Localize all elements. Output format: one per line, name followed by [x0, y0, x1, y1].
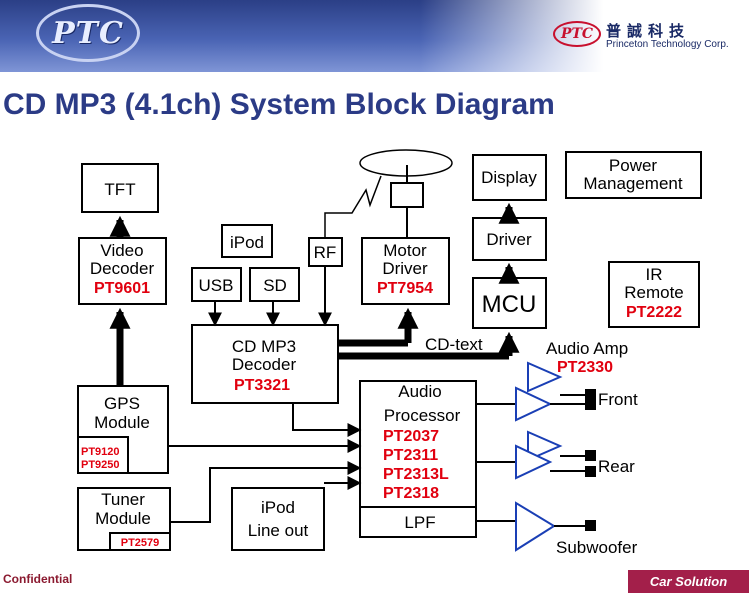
company-name-zh: 普誠科技	[606, 22, 691, 40]
gps-part-1: PT9120	[81, 446, 120, 458]
tuner-part-box	[109, 532, 171, 551]
spindle-motor-icon	[390, 182, 424, 208]
tuner-part: PT2579	[121, 537, 160, 549]
ipod-lineout-label-2: Line out	[248, 521, 309, 540]
amp-sub	[515, 501, 556, 552]
power-label-2: Management	[583, 174, 683, 193]
driver-label: Driver	[486, 230, 532, 249]
cd-decoder-box	[191, 324, 339, 404]
tuner-label: Tuner	[101, 490, 145, 509]
gps-label: GPS	[104, 394, 140, 413]
cd-decoder-label: CD MP3	[232, 337, 296, 356]
header-banner: PTC PTC 普誠科技 Princeton Technology Corp.	[0, 0, 753, 72]
ir-remote-label-2: Remote	[624, 283, 684, 302]
audio-processor-label: Audio	[398, 382, 441, 401]
amp-rear-back	[527, 430, 563, 462]
audio-processor-label-2: Processor	[384, 406, 461, 425]
gps-part-2: PT9250	[81, 459, 120, 471]
motor-driver-label-2: Driver	[382, 259, 428, 278]
display-label: Display	[481, 168, 537, 187]
motor-driver-part: PT7954	[377, 280, 433, 297]
cd-decoder-label-2: Decoder	[232, 355, 297, 374]
audio-amp-part: PT2330	[557, 359, 613, 376]
audio-amp-label: Audio Amp	[546, 339, 628, 358]
ipod-lineout-box	[231, 487, 325, 551]
audio-processor-part-3: PT2313L	[383, 466, 449, 483]
gps-part-box	[77, 436, 129, 474]
motor-driver-label: Motor	[383, 241, 427, 260]
corp-logo-icon: PTC	[553, 21, 601, 47]
sd-box	[249, 267, 300, 302]
amp-front	[515, 386, 553, 422]
page-title: CD MP3 (4.1ch) System Block Diagram	[3, 88, 555, 121]
audio-processor-part-1: PT2037	[383, 428, 439, 445]
usb-box	[191, 267, 242, 302]
power-box	[565, 151, 702, 199]
rf-label: RF	[314, 243, 337, 262]
ir-remote-part: PT2222	[626, 304, 682, 321]
amp-rear	[515, 444, 553, 480]
tft-box	[81, 163, 159, 213]
tft-label: TFT	[104, 180, 135, 199]
rear-label: Rear	[598, 457, 635, 476]
lpf-label: LPF	[404, 513, 435, 532]
video-decoder-label: Video	[100, 241, 143, 260]
subwoofer-label: Subwoofer	[556, 538, 638, 557]
audio-processor-part-2: PT2311	[383, 447, 438, 464]
ipod-lineout-label: iPod	[261, 498, 295, 517]
company-name-en: Princeton Technology Corp.	[606, 39, 729, 50]
ir-remote-box	[608, 261, 700, 328]
gps-label-2: Module	[94, 413, 150, 432]
front-label: Front	[598, 390, 638, 409]
power-label: Power	[609, 156, 658, 175]
audio-processor-part-4: PT2318	[383, 485, 439, 502]
video-decoder-part: PT9601	[94, 280, 150, 297]
usb-label: USB	[199, 276, 234, 295]
mcu-label: MCU	[482, 291, 537, 318]
ipod-label: iPod	[230, 233, 264, 252]
video-decoder-label-2: Decoder	[90, 259, 155, 278]
ptc-logo: PTC	[36, 4, 140, 62]
ir-remote-label: IR	[646, 265, 663, 284]
cd-decoder-part: PT3321	[234, 377, 290, 394]
tuner-label-2: Module	[95, 509, 151, 528]
ipod-box	[221, 224, 273, 258]
confidential-label: Confidential	[3, 572, 73, 586]
cd-text-label: CD-text	[425, 335, 483, 354]
amp-front-back	[527, 361, 563, 393]
sd-label: SD	[263, 276, 287, 295]
display-box	[472, 154, 547, 201]
car-solution-badge: Car Solution	[628, 570, 749, 593]
motor-driver-box	[361, 237, 450, 305]
